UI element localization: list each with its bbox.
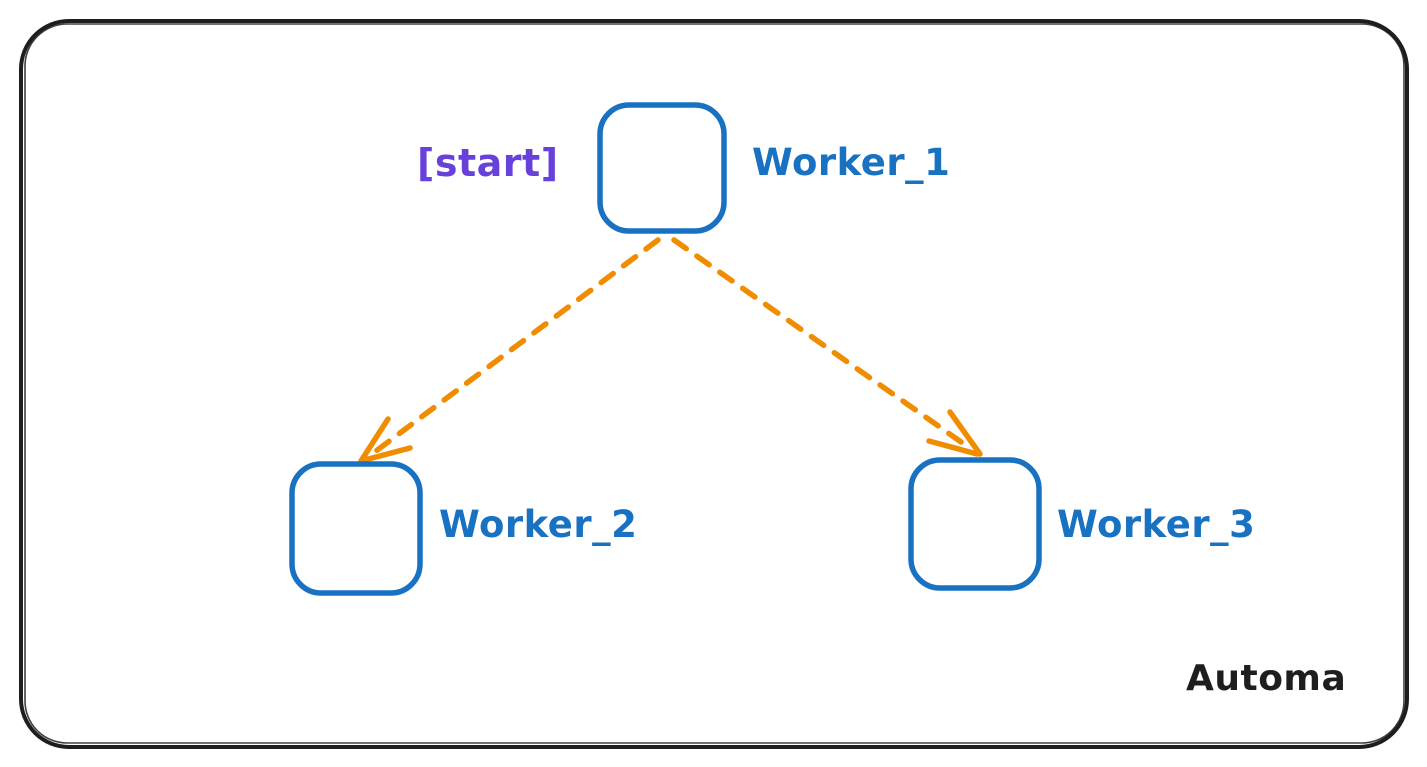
arrowhead-worker2-icon [358, 416, 413, 464]
node-worker-1-label: Worker_1 [752, 141, 951, 184]
start-annotation-label: [start] [417, 141, 559, 185]
node-worker-2-label: Worker_2 [439, 503, 638, 546]
node-worker-1-shape [597, 102, 727, 234]
edge-worker1-worker3 [671, 237, 967, 447]
node-worker-3-label: Worker_3 [1057, 503, 1256, 546]
node-worker-3-shape [908, 457, 1042, 591]
edge-worker1-worker2 [373, 237, 661, 454]
outer-border-sketch-stroke [24, 23, 1405, 744]
outer-border [19, 19, 1409, 749]
arrowhead-worker3-icon [926, 409, 983, 457]
node-worker-2-shape [289, 461, 423, 596]
automa-watermark: Automa [1186, 658, 1347, 699]
